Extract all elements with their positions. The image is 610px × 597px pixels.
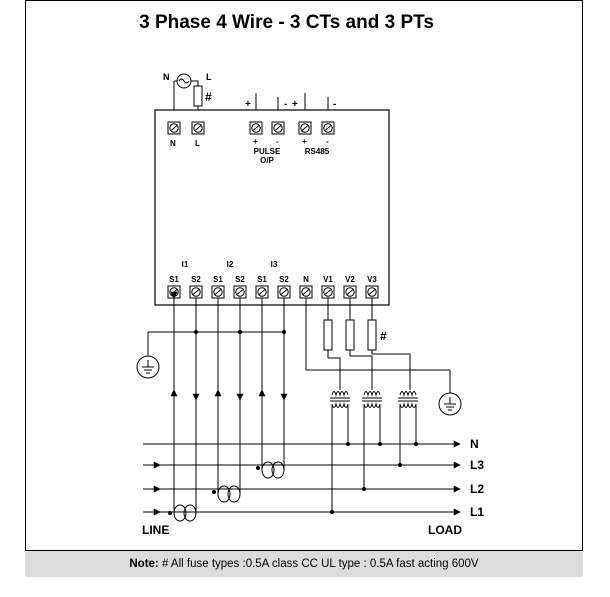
pt-transformer-2 [362, 391, 382, 489]
pulse-op-label: O/P [260, 156, 274, 165]
terminal-v1: V1 [323, 275, 333, 284]
ct-group-i2: I2 [227, 260, 234, 269]
terminal-s2-i3: S2 [279, 275, 289, 284]
note-bar: Note: # All fuse types :0.5A class CC UL… [25, 550, 583, 577]
terminal-v2: V2 [345, 275, 355, 284]
terminal-s2-i2: S2 [235, 275, 245, 284]
supply-l-label: L [206, 72, 212, 82]
ct-ground-icon [136, 355, 160, 379]
pulse-plus-lead-label: + [245, 99, 251, 110]
power-lines [143, 440, 461, 516]
line-label-l2: L2 [470, 482, 484, 496]
aux-terminal-pulse-plus: + [253, 137, 258, 146]
ct-coil-l1 [173, 504, 197, 522]
aux-terminal-rs485-plus: + [302, 137, 307, 146]
terminal-s2-i1: S2 [191, 275, 201, 284]
pt-ground-icon [438, 392, 462, 416]
meas-terminal-labels: S1 S2 S1 S2 S1 S2 N V1 V2 V3 [169, 275, 377, 284]
aux-terminal-row [167, 121, 335, 135]
pt-transformer-1 [330, 391, 350, 512]
supply-fuse [193, 85, 203, 107]
terminal-s1-i3: S1 [257, 275, 267, 284]
pt-top-links [339, 382, 411, 390]
line-label-n: N [470, 437, 479, 451]
ct-group-i3: I3 [271, 260, 278, 269]
supply-fuse-mark: # [205, 90, 212, 104]
pt-transformer-3 [398, 391, 418, 465]
supply-n-label: N [163, 72, 170, 82]
meter-top-box [154, 109, 390, 306]
meas-terminal-row [167, 285, 379, 299]
line-end-label: LINE [142, 523, 169, 537]
junction-dots [168, 442, 418, 515]
ct-coil-l2 [217, 485, 241, 503]
note-prefix: Note: [129, 558, 159, 570]
terminal-s1-i1: S1 [169, 275, 179, 284]
aux-terminal-n: N [170, 139, 176, 148]
load-end-label: LOAD [428, 523, 462, 537]
diagram-title: 3 Phase 4 Wire - 3 CTs and 3 PTs [139, 12, 434, 33]
rs485-label: RS485 [305, 147, 330, 156]
rs485-plus-lead-label: + [292, 99, 298, 110]
pt-wiring [305, 298, 451, 393]
note-text: # All fuse types :0.5A class CC UL type … [158, 558, 479, 570]
line-label-l3: L3 [470, 458, 484, 472]
terminal-n: N [303, 275, 309, 284]
pt-fuse-mark: # [380, 329, 387, 343]
ct-wiring [170, 291, 288, 511]
aux-terminal-l: L [195, 139, 200, 148]
pulse-minus-lead-label: - [284, 99, 287, 110]
aux-terminal-pulse-minus: - [276, 137, 279, 146]
terminal-v3: V3 [367, 275, 377, 284]
line-label-l1: L1 [470, 505, 484, 519]
ct-group-i1: I1 [182, 260, 189, 269]
ct-coil-l3 [261, 461, 285, 479]
rs485-minus-lead-label: - [333, 99, 336, 110]
aux-terminal-rs485-minus: - [326, 137, 329, 146]
ac-source-icon [176, 73, 192, 89]
terminal-s1-i2: S1 [213, 275, 223, 284]
pt-fuses [323, 319, 377, 351]
pulse-label: PULSE [254, 147, 281, 156]
